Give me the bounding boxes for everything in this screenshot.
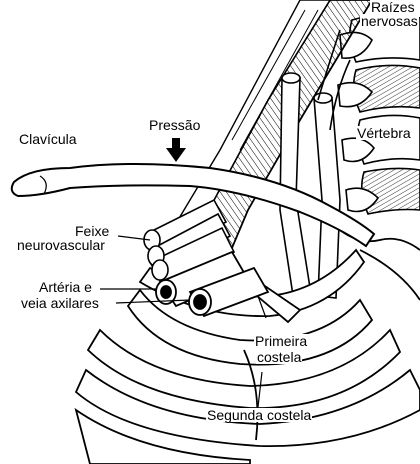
arrow-down-icon <box>166 138 186 162</box>
clavicle-label: Clavícula <box>18 132 78 146</box>
bundle-label-line2: neurovascular <box>16 238 106 252</box>
nerve-roots-label-line2: nervosas <box>360 14 419 28</box>
bundle-label-line1: Feixe <box>74 224 110 238</box>
nerve-roots-label-line1: Raízes <box>370 0 416 14</box>
rib-cage <box>76 230 420 464</box>
first-rib-label-line2: costela <box>256 350 302 364</box>
axillary-label-line2: veia axilares <box>20 296 100 310</box>
axillary-label-line1: Artéria e <box>38 280 93 294</box>
vertebra-label: Vértebra <box>356 126 412 140</box>
first-rib-label-line1: Primeira <box>254 334 308 348</box>
second-rib-label: Segunda costela <box>206 408 312 422</box>
vertebral-column <box>338 14 420 214</box>
pressure-label: Pressão <box>148 118 201 132</box>
